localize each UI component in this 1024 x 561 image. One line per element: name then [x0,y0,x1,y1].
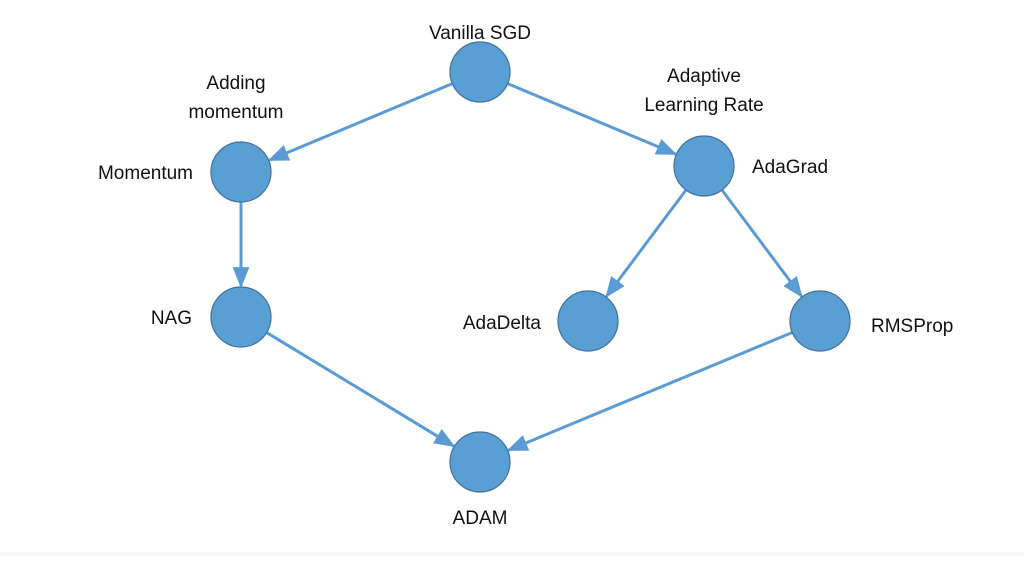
bottom-strip [0,552,1024,556]
annotation-adding-momentum-line2: momentum [188,102,283,123]
edges-layer [232,82,803,452]
annotation-adaptive-lr-line2: Learning Rate [644,95,763,116]
annotation-adding-momentum-line1: Adding [206,73,265,94]
node-label-rmsprop: RMSProp [871,316,953,337]
node-adagrad [673,135,735,197]
node-label-adadelta: AdaDelta [463,313,542,334]
edge-sgd-to-momentum [267,82,453,162]
node-label-nag: NAG [151,308,192,329]
edge-sgd-to-adagrad [507,82,678,156]
node-momentum [210,141,272,203]
node-sgd [449,41,511,103]
edge-rmsprop-to-adam [506,331,793,452]
edge-adagrad-to-adadelta [605,189,688,298]
node-label-adam: ADAM [453,508,508,529]
node-label-adagrad: AdaGrad [752,157,828,178]
node-rmsprop [789,290,851,352]
annotation-adaptive-lr-line1: Adaptive [667,66,741,87]
edge-nag-to-adam [265,331,456,448]
nodes-layer [210,41,851,493]
node-label-momentum: Momentum [98,163,193,184]
node-nag [210,286,272,348]
node-adam [449,431,511,493]
node-label-sgd: Vanilla SGD [429,23,531,44]
edge-adagrad-to-rmsprop [720,189,803,298]
node-adadelta [557,290,619,352]
